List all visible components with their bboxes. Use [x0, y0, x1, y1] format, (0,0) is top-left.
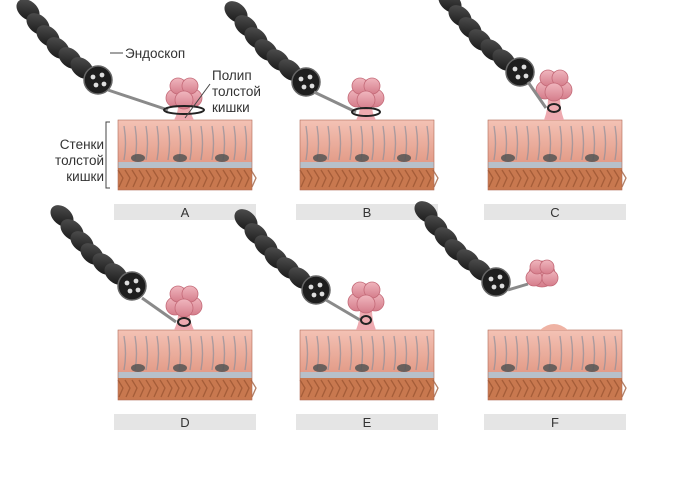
gland — [131, 364, 145, 372]
endoscope-channel — [309, 285, 314, 290]
endoscope-channel — [513, 67, 518, 72]
gland — [131, 154, 145, 162]
snare-wire — [108, 90, 168, 110]
submucosa-layer — [488, 372, 622, 378]
endoscope-tip — [506, 58, 534, 86]
gland — [215, 364, 229, 372]
endoscope-channel — [498, 275, 503, 280]
endoscope-channel — [522, 65, 527, 70]
gland — [173, 364, 187, 372]
gland — [543, 364, 557, 372]
gland — [215, 154, 229, 162]
panel-label: B — [363, 205, 372, 220]
endoscope-channel — [134, 279, 139, 284]
endoscope-channel — [302, 85, 307, 90]
gland — [173, 154, 187, 162]
gland — [313, 154, 327, 162]
endoscope-channel — [318, 283, 323, 288]
panel-label: D — [180, 415, 189, 430]
wall-bracket — [106, 122, 110, 188]
wall-label-line-3: кишки — [50, 169, 104, 185]
panel-label: E — [363, 415, 372, 430]
panel-label: A — [181, 205, 190, 220]
endoscope-channel — [320, 292, 325, 297]
polyp-lobe — [545, 83, 563, 101]
polyp-lobe — [175, 299, 193, 317]
wall-callout: Стенки толстой кишки — [50, 137, 104, 185]
gland — [397, 364, 411, 372]
submucosa-layer — [118, 372, 252, 378]
gland — [543, 154, 557, 162]
panel-label: F — [551, 415, 559, 430]
endoscope-channel — [100, 73, 105, 78]
endoscope-channel — [299, 77, 304, 82]
polyp-label-line-2: толстой — [212, 84, 261, 100]
polyp-lobe — [357, 91, 375, 109]
endoscope-tip — [84, 66, 112, 94]
endoscope-channel — [94, 83, 99, 88]
submucosa-layer — [488, 162, 622, 168]
endoscope-channel — [310, 84, 315, 89]
panel-label: C — [550, 205, 559, 220]
polyp-callout: Полип толстой кишки — [212, 68, 261, 116]
panel-d: D — [46, 201, 256, 430]
endoscope-channel — [500, 284, 505, 289]
endoscope-channel — [516, 75, 521, 80]
endoscope-channel — [91, 75, 96, 80]
wall-label-line-2: толстой — [50, 153, 104, 169]
endoscope-tip — [482, 268, 510, 296]
resection-site — [540, 324, 568, 330]
polyp-label-line-3: кишки — [212, 100, 261, 116]
wall-label-line-1: Стенки — [50, 137, 104, 153]
snare-wire — [508, 284, 528, 290]
polyp-label-line-1: Полип — [212, 68, 261, 84]
endoscope-channel — [125, 281, 130, 286]
endoscope-channel — [102, 82, 107, 87]
gland — [501, 154, 515, 162]
endoscope-channel — [489, 277, 494, 282]
gland — [585, 154, 599, 162]
submucosa-layer — [300, 162, 434, 168]
endoscope-channel — [492, 285, 497, 290]
endoscope-channel — [128, 289, 133, 294]
gland — [397, 154, 411, 162]
removed-polyp-lobe — [540, 260, 554, 274]
endoscope-channel — [524, 74, 529, 79]
endoscope-tip — [302, 276, 330, 304]
endoscope-callout: Эндоскоп — [125, 46, 185, 62]
endoscope-channel — [312, 293, 317, 298]
gland — [313, 364, 327, 372]
gland — [355, 154, 369, 162]
endoscope-channel — [308, 75, 313, 80]
endoscope-channel — [136, 288, 141, 293]
panel-f: F — [410, 197, 626, 430]
panel-c: C — [434, 0, 626, 220]
gland — [585, 364, 599, 372]
gland — [355, 364, 369, 372]
gland — [501, 364, 515, 372]
submucosa-layer — [300, 372, 434, 378]
endoscope-label: Эндоскоп — [125, 46, 185, 61]
polyp-lobe — [357, 295, 375, 313]
endoscope-tip — [118, 272, 146, 300]
submucosa-layer — [118, 162, 252, 168]
panel-e: E — [230, 205, 438, 430]
